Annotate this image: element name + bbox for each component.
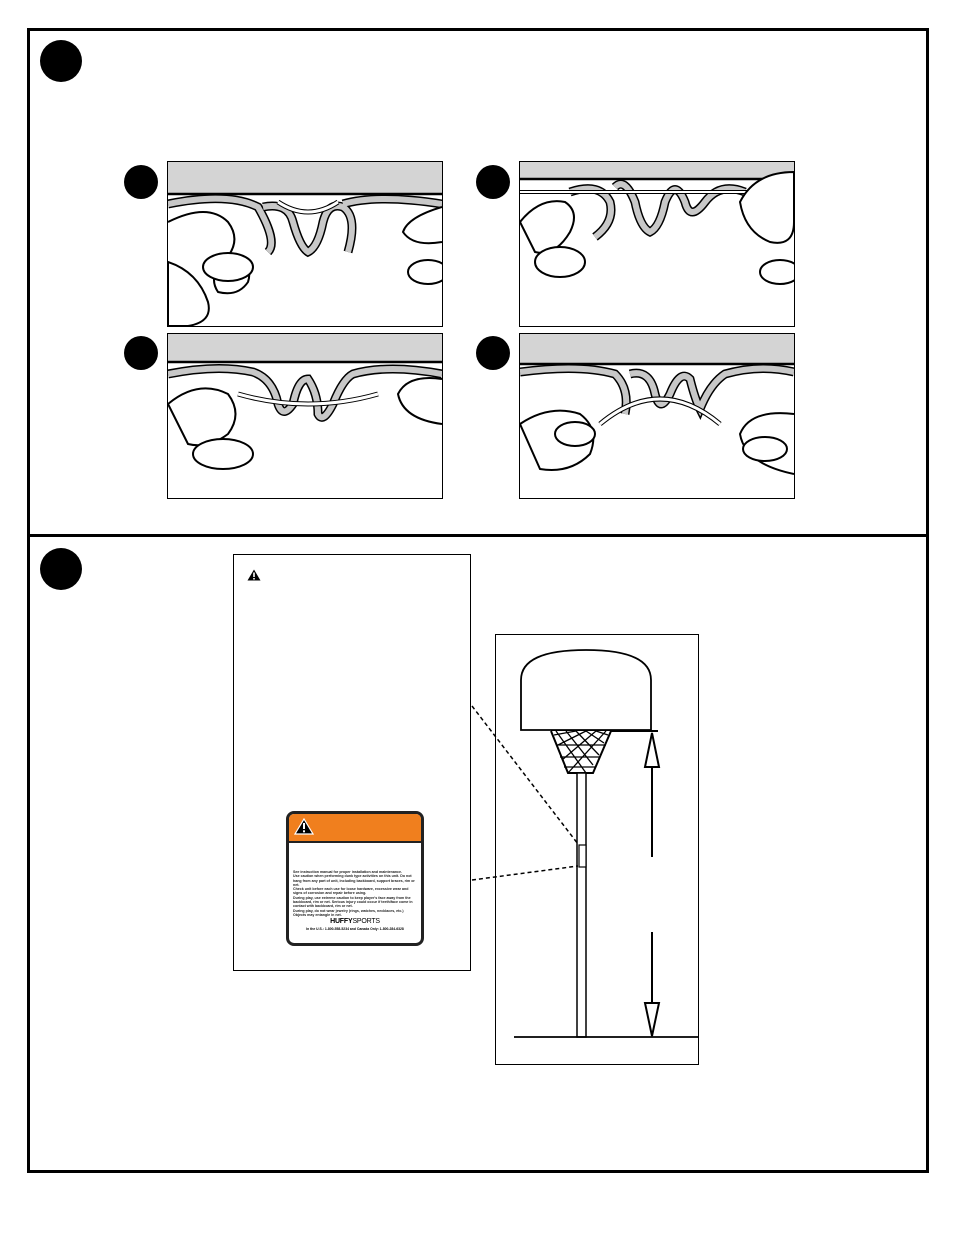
warning-label-header — [289, 814, 421, 843]
net-attach-illustration-4 — [519, 333, 795, 499]
step-marker-net — [40, 40, 82, 82]
page-frame — [27, 28, 929, 1173]
warning-label-instructions: See instruction manual for proper instal… — [293, 870, 415, 917]
warning-label: See instruction manual for proper instal… — [286, 811, 424, 946]
hoop-height-diagram — [495, 634, 699, 1065]
step-marker-warning — [40, 548, 82, 590]
net-attach-illustration-1 — [167, 161, 443, 327]
substep-marker-1 — [124, 165, 158, 199]
warning-callout-box: See instruction manual for proper instal… — [233, 554, 471, 971]
warning-triangle-icon — [294, 818, 314, 835]
substep-marker-2 — [476, 165, 510, 199]
section-divider — [27, 534, 926, 537]
support-phone: In the U.S.: 1-800-558-5234 and Canada O… — [306, 927, 404, 932]
substep-marker-3 — [124, 336, 158, 370]
substep-marker-4 — [476, 336, 510, 370]
net-attach-illustration-2 — [519, 161, 795, 327]
brand-logo: HUFFYSPORTS — [289, 918, 421, 925]
net-attach-illustration-3 — [167, 333, 443, 499]
brand-light: SPORTS — [352, 918, 380, 926]
brand-bold: HUFFY — [330, 918, 353, 926]
warning-triangle-icon — [247, 569, 261, 581]
